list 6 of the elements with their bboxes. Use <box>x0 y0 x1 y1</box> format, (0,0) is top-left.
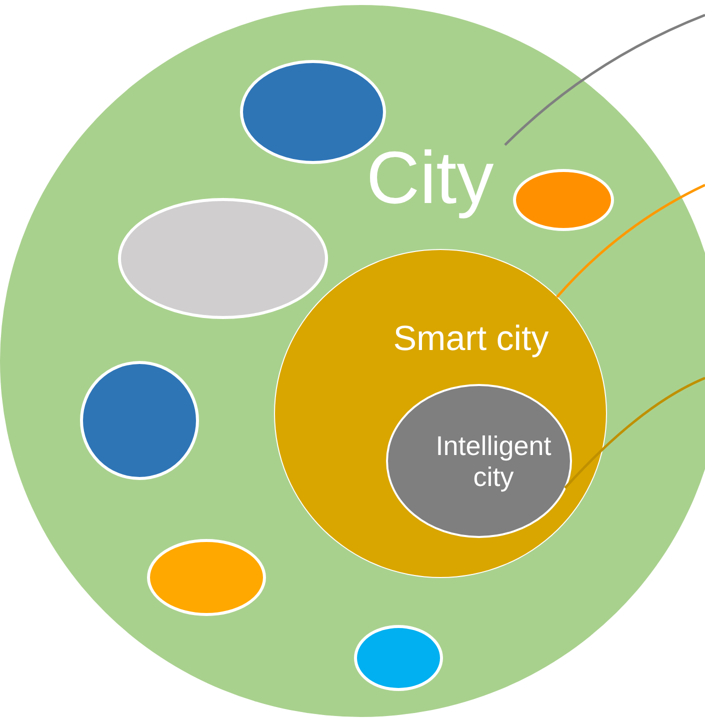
region-label: Smart city <box>392 319 550 360</box>
leader-line <box>504 14 705 146</box>
region-label: City <box>365 135 495 220</box>
leader-line <box>556 184 705 298</box>
leader-line <box>564 376 705 489</box>
region-label: Intelligent city <box>434 431 552 494</box>
